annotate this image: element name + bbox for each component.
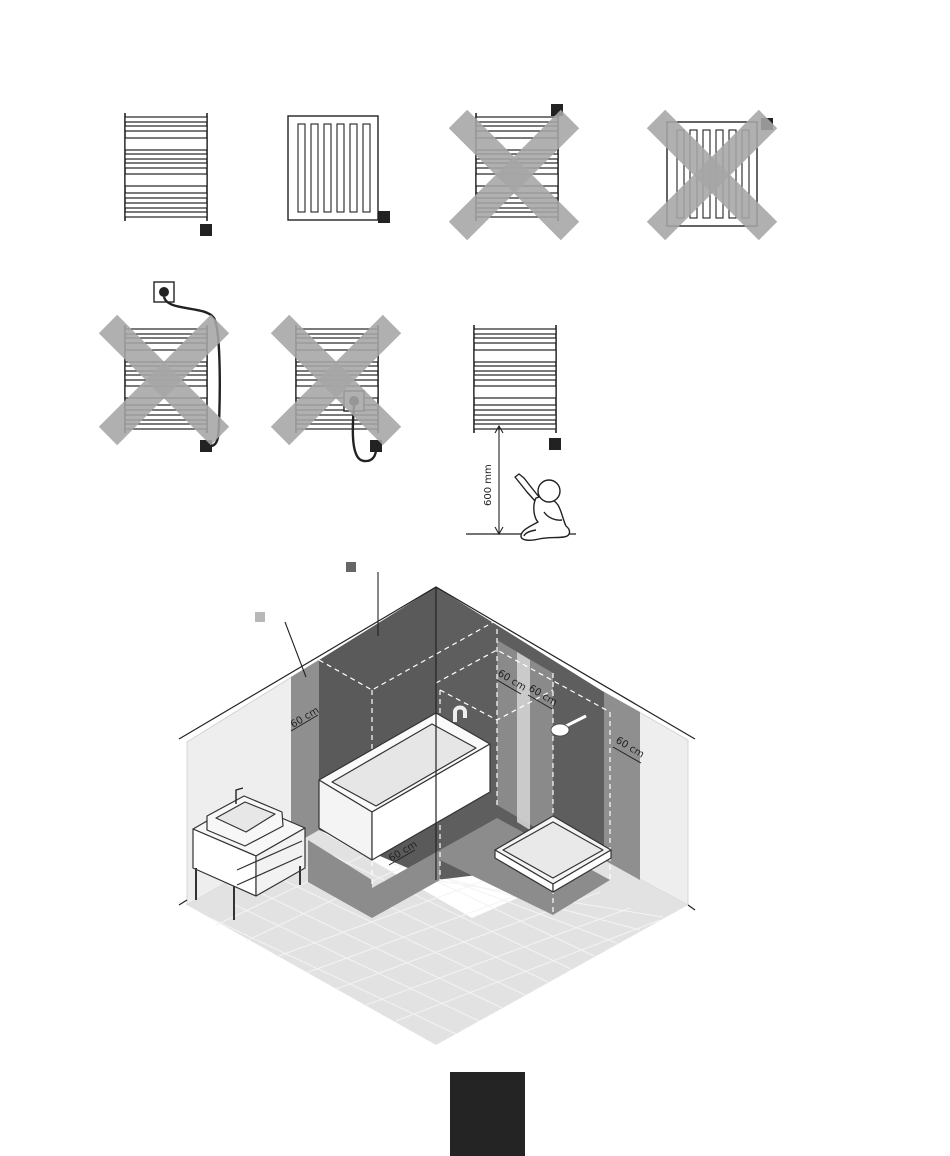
leader-line-light xyxy=(285,622,306,677)
towel-rail-icon xyxy=(125,113,207,221)
towel-rail-icon xyxy=(474,325,556,433)
towel-rail-socket-behind xyxy=(280,324,392,461)
legend-square-light xyxy=(255,612,265,622)
towel-rail-wall-socket-above xyxy=(108,282,220,452)
zone-medium-left xyxy=(291,660,319,846)
towel-rail-top-connector xyxy=(458,104,570,231)
page-tab-block xyxy=(450,1072,525,1156)
connector-box-icon xyxy=(549,438,561,450)
child-icon xyxy=(515,474,570,540)
towel-rail-child-height: 600 mm xyxy=(466,325,576,540)
panel-radiator-side-connector xyxy=(288,116,390,223)
towel-rail-bottom-right-connector xyxy=(125,113,212,236)
bathroom-zones-illustration: 60 cm 60 cm 60 cm 60 cm 60 cm xyxy=(179,562,695,1045)
connector-box-icon xyxy=(200,224,212,236)
panel-radiator-top-connector xyxy=(656,118,773,231)
legend-square-dark xyxy=(346,562,356,572)
panel-radiator-icon xyxy=(288,116,378,220)
connector-box-icon xyxy=(378,211,390,223)
height-dimension-label: 600 mm xyxy=(483,464,494,506)
